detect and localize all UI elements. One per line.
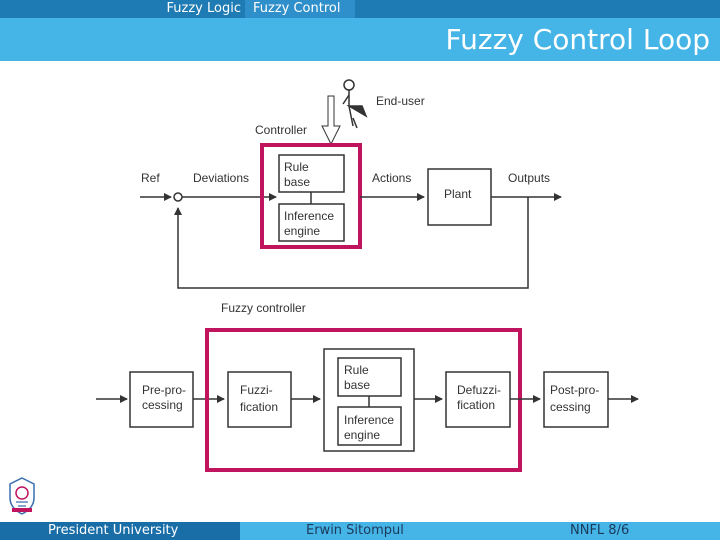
footer-university: President University [48,523,179,538]
postprocessing-line1: Post-pro- [550,383,599,397]
inference-engine-box [278,203,345,242]
ref-label: Ref [141,171,160,185]
footer-center-segment: Erwin Sitompul [240,522,480,540]
rule-base-box [278,154,345,193]
plant-label: Plant [444,187,472,201]
postprocessing-line2: cessing [550,400,591,414]
feedback-loop [174,197,529,289]
footer: President University Erwin Sitompul NNFL… [0,522,720,540]
actions-label: Actions [372,171,411,185]
rule-base-line1: Rule [284,160,309,174]
fuzzy-control-diagram: End-user Controller Ref Deviations Rule … [96,79,639,472]
postprocessing-box [543,371,609,428]
title-bar [0,18,720,61]
fc-rule-base-line1: Rule [344,363,369,377]
defuzzification-line1: Defuzzi- [457,383,501,397]
footer-page-number: NNFL 8/6 [570,523,630,538]
end-user-arrow [321,95,341,146]
preprocessing-line2: cessing [142,398,183,412]
footer-right-segment: NNFL 8/6 [480,522,720,540]
controller-highlight [260,143,362,249]
end-user-icon [342,79,368,129]
footer-left-segment: President University [0,522,240,540]
breadcrumb-fuzzy-logic[interactable]: Fuzzy Logic [166,1,241,16]
fuzzy-core-highlight [205,328,522,472]
breadcrumb-fuzzy-control[interactable]: Fuzzy Control [245,0,355,18]
outputs-label: Outputs [508,171,550,185]
fc-inference-engine-line1: Inference [344,413,394,427]
fc-rule-base-line2: base [344,378,370,392]
inference-engine-line2: engine [284,224,320,238]
end-user-label: End-user [376,94,425,108]
footer-author: Erwin Sitompul [306,523,404,538]
top-bar [0,0,720,18]
controller-label: Controller [255,123,307,137]
slide-title: Fuzzy Control Loop [445,23,710,56]
rule-base-line2: base [284,175,310,189]
deviations-label: Deviations [193,171,249,185]
preprocessing-line1: Pre-pro- [142,383,186,397]
university-logo-icon [9,477,35,515]
defuzzification-box [445,371,511,428]
inference-engine-line1: Inference [284,209,334,223]
summing-junction [173,192,183,202]
fc-inference-engine-line2: engine [344,428,380,442]
fuzzification-box [227,371,292,428]
fuzzification-line1: Fuzzi- [240,383,273,397]
fuzzy-controller-title: Fuzzy controller [221,301,306,315]
fc-inference-engine-box [337,406,402,446]
defuzzification-line2: fication [457,398,495,412]
fuzzification-line2: fication [240,400,278,414]
